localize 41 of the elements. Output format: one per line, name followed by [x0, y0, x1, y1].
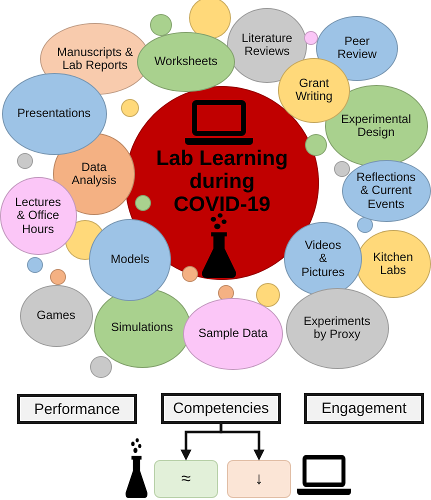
topic-label: Sample Data [197, 327, 269, 341]
comparison-box: ≈ [154, 460, 218, 498]
topic-label: Models [110, 253, 150, 267]
small-bubble [304, 31, 318, 45]
arrow [220, 424, 264, 461]
topic-label: Reflections & Current Events [355, 170, 417, 212]
topic-label: Data Analysis [70, 160, 118, 188]
small-bubble [121, 99, 139, 117]
topic-label: Presentations [16, 107, 92, 121]
small-bubble [182, 266, 198, 282]
small-bubble [256, 283, 280, 307]
topic-label: Videos & Pictures [300, 238, 346, 280]
topic-label: Lectures & Office Hours [14, 196, 62, 236]
small-bubble [135, 195, 151, 211]
topic-label: Literature Reviews [240, 32, 294, 58]
category-box: Engagement [304, 393, 424, 424]
topic-bubble [356, 230, 430, 298]
category-box: Performance [17, 394, 137, 424]
small-bubble [50, 269, 66, 285]
small-bubble [90, 356, 112, 378]
small-bubble [150, 14, 172, 36]
comparison-box: ↓ [227, 460, 291, 498]
small-bubble [17, 153, 33, 169]
topic-label: Manuscripts & Lab Reports [56, 46, 134, 72]
topic-label: Simulations [110, 321, 174, 335]
title-label: Lab Learning during COVID-19 [155, 147, 289, 216]
small-bubble [27, 257, 43, 273]
small-bubble [334, 161, 350, 177]
small-bubble [357, 217, 373, 233]
small-bubble [189, 0, 231, 39]
topic-label: Worksheets [153, 55, 219, 69]
topic-label: Kitchen Labs [372, 250, 414, 278]
topic-label: Experiments by Proxy [302, 314, 372, 342]
topic-label: Grant Writing [294, 76, 334, 104]
category-box: Competencies [161, 393, 281, 424]
small-bubble [305, 134, 327, 156]
topic-label: Experimental Design [340, 112, 412, 140]
topic-label: Peer Review [336, 34, 378, 62]
small-bubble [218, 285, 234, 301]
topic-label: Games [36, 309, 76, 323]
topic-bubble [342, 160, 430, 222]
